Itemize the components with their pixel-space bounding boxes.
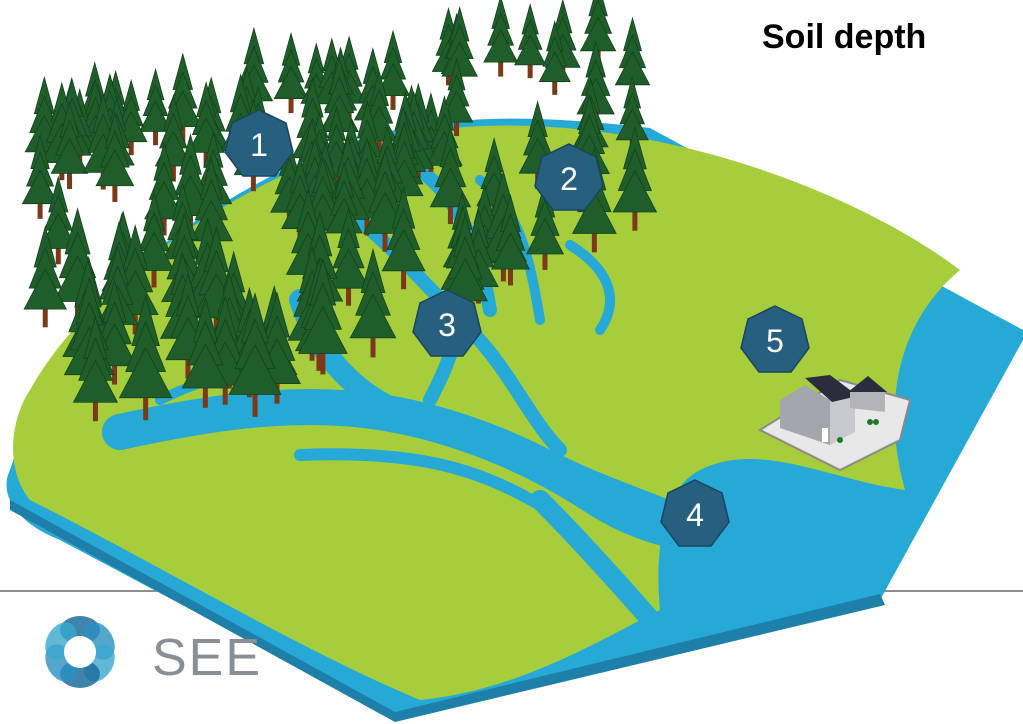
- conifer-tree-icon: [50, 100, 89, 190]
- marker-label: 1: [250, 127, 268, 163]
- conifer-tree-icon: [349, 247, 397, 358]
- conifer-tree-icon: [579, 0, 617, 66]
- marker-label: 5: [766, 323, 784, 359]
- conifer-tree-icon: [228, 291, 282, 417]
- conifer-tree-icon: [514, 3, 547, 79]
- conifer-tree-icon: [23, 225, 67, 328]
- marker-label: 4: [686, 497, 704, 533]
- marker-4: 4: [658, 478, 732, 552]
- heptagon-marker-icon: [412, 289, 482, 357]
- marker-2: 2: [532, 142, 606, 216]
- conifer-tree-icon: [490, 194, 531, 286]
- marker-1: 1: [222, 108, 296, 182]
- conifer-tree-icon: [114, 78, 148, 156]
- heptagon-marker-icon: [534, 143, 604, 211]
- marker-label: 2: [560, 161, 578, 197]
- conifer-tree-icon: [525, 180, 565, 270]
- heptagon-marker-icon: [224, 109, 294, 177]
- conifer-tree-icon: [133, 191, 175, 288]
- heptagon-marker-icon: [740, 305, 810, 373]
- diagram-title: Soil depth: [762, 18, 927, 56]
- flower-logo-icon: [45, 616, 115, 688]
- conifer-tree-icon: [381, 186, 426, 290]
- conifer-tree-icon: [273, 31, 309, 114]
- conifer-tree-icon: [118, 294, 173, 421]
- conifer-tree-icon: [538, 19, 571, 95]
- conifer-tree-icon: [612, 126, 658, 231]
- logo-text: SEE: [152, 629, 263, 687]
- marker-3: 3: [410, 288, 484, 362]
- conifer-tree-icon: [375, 29, 411, 110]
- conifer-tree-icon: [95, 111, 135, 202]
- conifer-tree-icon: [138, 67, 173, 146]
- marker-label: 3: [438, 307, 456, 343]
- conifer-tree-icon: [614, 16, 651, 100]
- house: [757, 375, 912, 472]
- forest: [21, 0, 658, 422]
- conifer-tree-icon: [21, 133, 59, 219]
- heptagon-marker-icon: [660, 479, 730, 547]
- conifer-tree-icon: [181, 296, 230, 408]
- conifer-tree-icon: [297, 257, 348, 375]
- land-area: [13, 125, 960, 700]
- conifer-tree-icon: [429, 127, 472, 225]
- conifer-tree-icon: [72, 315, 119, 422]
- marker-5: 5: [738, 304, 812, 378]
- conifer-tree-icon: [483, 0, 519, 77]
- conifer-tree-icon: [327, 207, 370, 306]
